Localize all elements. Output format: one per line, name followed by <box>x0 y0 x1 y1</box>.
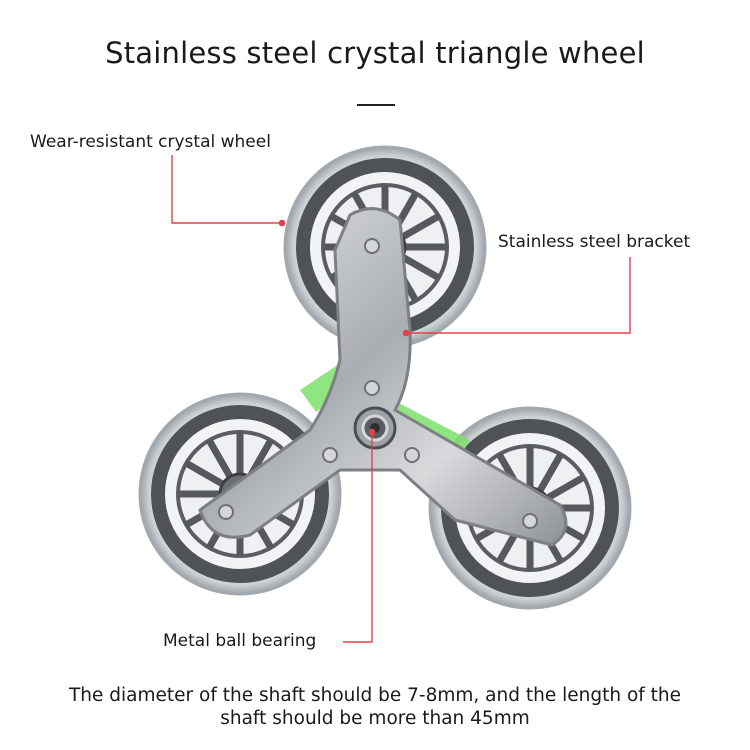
caption-line-1: The diameter of the shaft should be 7-8m… <box>68 685 682 706</box>
steel-bracket-icon <box>198 207 568 547</box>
callout-lines <box>171 155 631 643</box>
shaft-requirement-caption: The diameter of the shaft should be 7-8m… <box>0 684 750 730</box>
title-divider <box>357 104 395 106</box>
ball-bearing-icon <box>353 406 397 450</box>
bearing-callout-label: Metal ball bearing <box>163 631 317 651</box>
wheel-callout-label: Wear-resistant crystal wheel <box>30 132 271 152</box>
page-title: Stainless steel crystal triangle wheel <box>105 36 645 70</box>
caption-line-2: shaft should be more than 45mm <box>220 708 530 729</box>
bracket-callout-label: Stainless steel bracket <box>498 232 691 252</box>
